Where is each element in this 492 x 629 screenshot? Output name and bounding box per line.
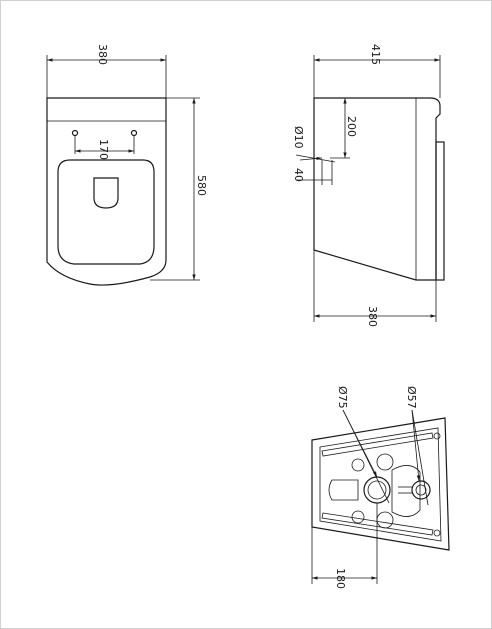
width-label: 380 bbox=[96, 44, 109, 65]
fix-hole-top bbox=[433, 432, 441, 440]
cavity-4 bbox=[376, 511, 394, 529]
slot-bottom bbox=[321, 512, 434, 536]
seat-outline bbox=[57, 159, 155, 265]
hole-diameter-label: Ø10 bbox=[292, 126, 305, 149]
cavity-6 bbox=[391, 465, 421, 517]
slot-top bbox=[321, 432, 434, 457]
inlet-leader-2 bbox=[411, 409, 429, 506]
bottom-view-inner bbox=[319, 427, 442, 542]
bolt-spacing-label: 170 bbox=[97, 139, 110, 160]
water-inlet-inner bbox=[415, 484, 427, 496]
top-view: 170 380 580 bbox=[46, 44, 208, 286]
water-inlet bbox=[411, 480, 431, 500]
inlet-diameter-label: Ø57 bbox=[405, 386, 418, 409]
offset-label: 40 bbox=[292, 168, 305, 182]
cavity-5 bbox=[328, 479, 359, 501]
bottom-label: 380 bbox=[366, 306, 379, 327]
bowl-opening bbox=[93, 177, 119, 209]
bottom-view-outline bbox=[311, 417, 450, 551]
bolt-hole-right bbox=[130, 129, 138, 137]
hole-leader-arrow bbox=[299, 156, 323, 161]
cavity-2 bbox=[376, 453, 394, 471]
fix-hole-bottom bbox=[433, 529, 441, 537]
top-view-outline bbox=[46, 97, 167, 286]
waste-offset-label: 180 bbox=[334, 568, 347, 589]
depth-label: 580 bbox=[195, 175, 208, 196]
waste-diameter-label: Ø75 bbox=[336, 386, 349, 409]
wall-plate bbox=[435, 141, 445, 281]
bottom-view: Ø75 Ø57 180 bbox=[311, 386, 450, 589]
side-depth-label: 415 bbox=[369, 44, 382, 65]
cavity-3 bbox=[351, 510, 365, 524]
cavity-1 bbox=[351, 458, 365, 472]
waste-leader-2 bbox=[342, 409, 390, 504]
side-view-outline bbox=[313, 97, 441, 281]
inlet-leader-1 bbox=[411, 409, 421, 482]
side-height-label: 200 bbox=[345, 116, 358, 137]
bolt-hole-left bbox=[71, 129, 79, 137]
waste-outlet-inner bbox=[367, 480, 387, 500]
side-view: 415 200 Ø10 40 380 bbox=[292, 44, 445, 327]
